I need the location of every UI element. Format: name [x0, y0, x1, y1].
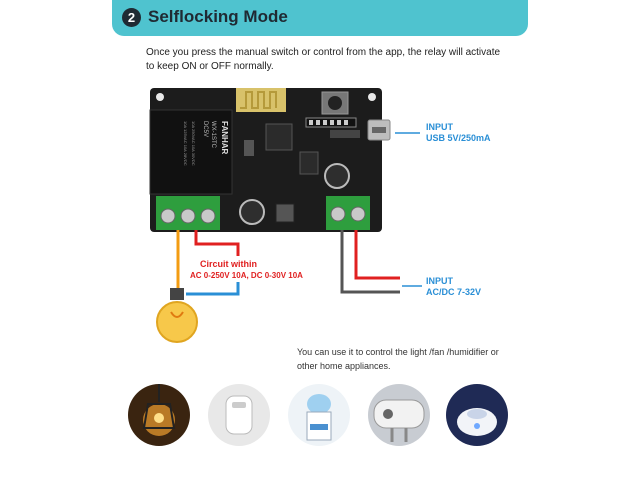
relay-ratings: 10A 250VAC 10A 30VDC: [191, 121, 196, 166]
lamp-icon: [128, 384, 190, 446]
usb-input-line2: USB 5V/250mA: [426, 133, 491, 143]
light-bulb-icon: [156, 288, 198, 343]
smd-part: [330, 130, 360, 138]
usb-input-line1: INPUT: [426, 122, 453, 132]
power-input-line1: INPUT: [426, 276, 453, 286]
water-dispenser-icon: [288, 384, 350, 446]
capacitor-icon: [239, 199, 265, 225]
wire-blue: [186, 282, 240, 296]
humidifier-icon: [208, 384, 270, 446]
inductor-icon: [275, 203, 295, 223]
wire-red: [194, 230, 240, 256]
manual-button-icon: [328, 96, 342, 110]
relay-component: [149, 109, 233, 195]
circuit-spec: AC 0-250V 10A, DC 0-30V 10A: [190, 271, 303, 280]
mount-hole: [156, 93, 164, 101]
water-heater-icon: [368, 384, 430, 446]
power-input-label: INPUT AC/DC 7-32V: [426, 276, 481, 298]
mcu-chip: [265, 123, 293, 151]
aroma-diffuser-icon: [446, 384, 508, 446]
relay-ratings-2: 10A 125VAC 10A 28VDC: [183, 121, 188, 166]
capacitor-icon: [324, 163, 350, 189]
relay-brand: FANHAR: [220, 121, 229, 155]
section-header: 2 Selflocking Mode: [112, 0, 528, 36]
usb-input-label: INPUT USB 5V/250mA: [426, 122, 491, 144]
smd-part: [244, 140, 254, 156]
wire-power-red: [354, 230, 400, 280]
section-title: Selflocking Mode: [148, 7, 288, 26]
circuit-title: Circuit within: [200, 259, 257, 269]
wire-black: [340, 230, 400, 294]
step-number-badge: 2: [122, 8, 141, 27]
mode-description: Once you press the manual switch or cont…: [146, 47, 501, 72]
regulator-chip: [299, 151, 319, 175]
relay-model: WX-1STC: [210, 121, 216, 149]
relay-voltage: DC5V: [202, 121, 208, 137]
appliance-thumbnails: [128, 384, 508, 448]
usage-note: You can use it to control the light /fan…: [297, 347, 499, 371]
power-input-line2: AC/DC 7-32V: [426, 287, 482, 297]
mount-hole: [368, 93, 376, 101]
